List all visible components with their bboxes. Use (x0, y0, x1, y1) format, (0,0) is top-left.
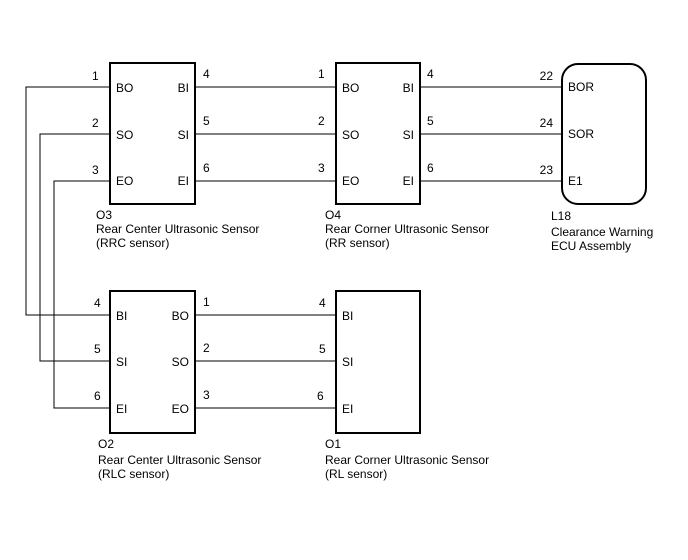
wire-o3-bo-to-o2-bi (25, 86, 110, 316)
o2-pin-num-6: 6 (94, 389, 101, 403)
o4-pin-num-6: 6 (427, 161, 434, 175)
o3-pin-label-bo: BO (116, 81, 133, 95)
o1-abbr: (RL sensor) (325, 467, 387, 481)
o1-pin-label-bi: BI (342, 309, 353, 323)
l18-pin-label-e1: E1 (568, 174, 583, 188)
o3-pin-num-6: 6 (203, 161, 210, 175)
o2-pin-label-si: SI (116, 355, 127, 369)
o3-name: Rear Center Ultrasonic Sensor (96, 222, 259, 236)
o1-name: Rear Corner Ultrasonic Sensor (325, 453, 489, 467)
connector-o3: BO SO EO BI SI EI 1 2 3 4 5 6 O3 Rear Ce… (92, 62, 259, 250)
o3-pin-num-1: 1 (92, 69, 99, 83)
connector-o1: BI SI EI 4 5 6 O1 Rear Corner Ultrasonic… (317, 290, 489, 481)
o2-code: O2 (98, 437, 114, 451)
l18-code: L18 (551, 209, 571, 223)
o4-pin-label-eo: EO (342, 174, 359, 188)
o2-box (109, 290, 196, 434)
l18-name-line2: ECU Assembly (551, 239, 631, 253)
wire-o3-eo-to-o2-ei (53, 180, 110, 409)
o2-pin-label-eo: EO (172, 402, 189, 416)
o4-pin-num-2: 2 (318, 114, 325, 128)
o1-pin-label-ei: EI (342, 402, 353, 416)
o2-abbr: (RLC sensor) (98, 467, 169, 481)
o2-pin-num-4: 4 (94, 296, 101, 310)
o4-code: O4 (325, 208, 341, 222)
o3-pin-num-4: 4 (203, 67, 210, 81)
l18-pin-label-bor: BOR (568, 80, 594, 94)
connector-l18: BOR SOR E1 22 24 23 L18 Clearance Warnin… (540, 63, 653, 253)
l18-pin-num-23: 23 (540, 163, 554, 177)
o3-abbr: (RRC sensor) (96, 236, 169, 250)
l18-pin-num-22: 22 (540, 69, 554, 83)
o4-pin-label-si: SI (403, 128, 414, 142)
o3-box (109, 62, 196, 205)
o1-pin-num-5: 5 (319, 342, 326, 356)
o4-pin-label-bi: BI (403, 81, 414, 95)
o2-pin-label-so: SO (172, 355, 189, 369)
l18-box (561, 63, 647, 205)
o1-box (335, 290, 421, 434)
o4-pin-num-1: 1 (318, 67, 325, 81)
connector-o2: BI SI EI BO SO EO 4 5 6 1 2 3 O2 Rear Ce… (94, 290, 261, 481)
o1-pin-num-6: 6 (317, 389, 324, 403)
o4-box (335, 62, 421, 205)
o3-pin-num-3: 3 (92, 163, 99, 177)
o2-pin-num-1: 1 (203, 295, 210, 309)
o4-pin-num-3: 3 (318, 161, 325, 175)
o2-name: Rear Center Ultrasonic Sensor (98, 453, 261, 467)
o2-pin-label-ei: EI (116, 402, 127, 416)
o4-abbr: (RR sensor) (325, 236, 390, 250)
o4-name: Rear Corner Ultrasonic Sensor (325, 222, 489, 236)
o4-pin-num-4: 4 (427, 67, 434, 81)
l18-pin-num-24: 24 (540, 116, 554, 130)
o2-pin-label-bi: BI (116, 309, 127, 323)
o1-pin-label-si: SI (342, 355, 353, 369)
o1-pin-num-4: 4 (319, 296, 326, 310)
l18-pin-label-sor: SOR (568, 127, 594, 141)
o3-pin-label-eo: EO (116, 174, 133, 188)
o4-pin-label-ei: EI (403, 174, 414, 188)
o2-pin-num-3: 3 (203, 388, 210, 402)
o3-pin-label-bi: BI (178, 81, 189, 95)
l18-name: Clearance Warning (551, 225, 653, 239)
wires (25, 86, 562, 409)
o3-pin-label-si: SI (178, 128, 189, 142)
o1-code: O1 (325, 437, 341, 451)
o2-pin-num-2: 2 (203, 341, 210, 355)
o4-pin-label-so: SO (342, 128, 359, 142)
o4-pin-label-bo: BO (342, 81, 359, 95)
wire-o3-so-to-o2-si (39, 133, 110, 362)
o3-code: O3 (96, 208, 112, 222)
o3-pin-num-5: 5 (203, 114, 210, 128)
o3-pin-num-2: 2 (92, 116, 99, 130)
connector-o4: BO SO EO BI SI EI 1 2 3 4 5 6 O4 Rear Co… (318, 62, 489, 250)
o4-pin-num-5: 5 (427, 114, 434, 128)
o2-pin-num-5: 5 (94, 342, 101, 356)
o3-pin-label-ei: EI (178, 174, 189, 188)
o3-pin-label-so: SO (116, 128, 133, 142)
o2-pin-label-bo: BO (172, 309, 189, 323)
